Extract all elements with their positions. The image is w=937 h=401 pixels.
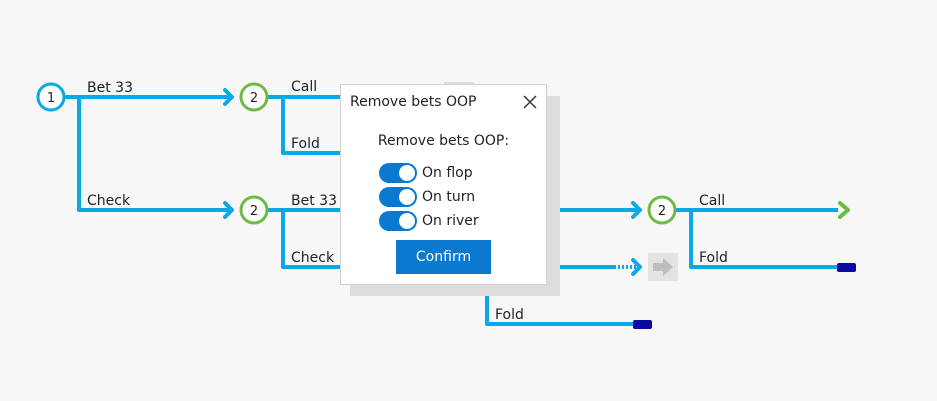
label-check-lower: Check: [87, 193, 131, 209]
edge-fold-bottom[interactable]: [485, 285, 634, 326]
toggle-label: On turn: [422, 189, 476, 205]
toggle-on-river[interactable]: On river: [379, 211, 479, 231]
terminal-node-fold-bottom[interactable]: [633, 320, 652, 329]
svg-text:2: 2: [250, 204, 258, 219]
node-player2-top[interactable]: 2: [239, 82, 269, 112]
collapsed-branch-icon[interactable]: [648, 253, 678, 281]
svg-text:1: 1: [47, 91, 55, 106]
toggle-switch[interactable]: [379, 163, 417, 183]
toggle-label: On river: [422, 213, 479, 229]
arrowhead-icon: [223, 201, 234, 219]
label-bet33-lower: Bet 33: [291, 193, 337, 209]
edge-fold-right[interactable]: [689, 210, 838, 269]
arrowhead-icon: [223, 88, 234, 106]
remove-bets-dialog: Remove bets OOP Remove bets OOP: On flop…: [340, 84, 547, 285]
toggle-switch[interactable]: [379, 211, 417, 231]
node-player2-right[interactable]: 2: [647, 195, 677, 225]
node-player2-lower[interactable]: 2: [239, 195, 269, 225]
node-player1-root[interactable]: 1: [36, 82, 66, 112]
edge-check-lower[interactable]: [77, 97, 232, 212]
arrowhead-icon: [631, 201, 642, 219]
toggle-on-turn[interactable]: On turn: [379, 187, 475, 207]
label-fold-right: Fold: [699, 250, 728, 266]
toggle-label: On flop: [422, 165, 473, 181]
svg-text:2: 2: [250, 91, 258, 106]
arrowhead-icon: [631, 258, 642, 276]
label-fold-bottom: Fold: [495, 307, 524, 323]
label-check-lower2: Check: [291, 250, 335, 266]
close-icon[interactable]: [522, 94, 538, 110]
dialog-subtitle: Remove bets OOP:: [377, 133, 510, 149]
edge-check-lower2[interactable]: [281, 210, 345, 269]
label-fold-top: Fold: [291, 136, 320, 152]
label-call-top: Call: [291, 79, 317, 95]
toggle-switch[interactable]: [379, 187, 417, 207]
label-call-right: Call: [699, 193, 725, 209]
toggle-on-flop[interactable]: On flop: [379, 163, 473, 183]
label-bet33-top: Bet 33: [87, 80, 133, 96]
svg-text:2: 2: [658, 204, 666, 219]
terminal-node-fold-right[interactable]: [837, 263, 856, 272]
expand-arrow-icon[interactable]: [838, 201, 850, 219]
confirm-button[interactable]: Confirm: [396, 240, 491, 274]
dialog-title: Remove bets OOP: [350, 94, 477, 110]
edge-fold-top[interactable]: [281, 97, 345, 155]
